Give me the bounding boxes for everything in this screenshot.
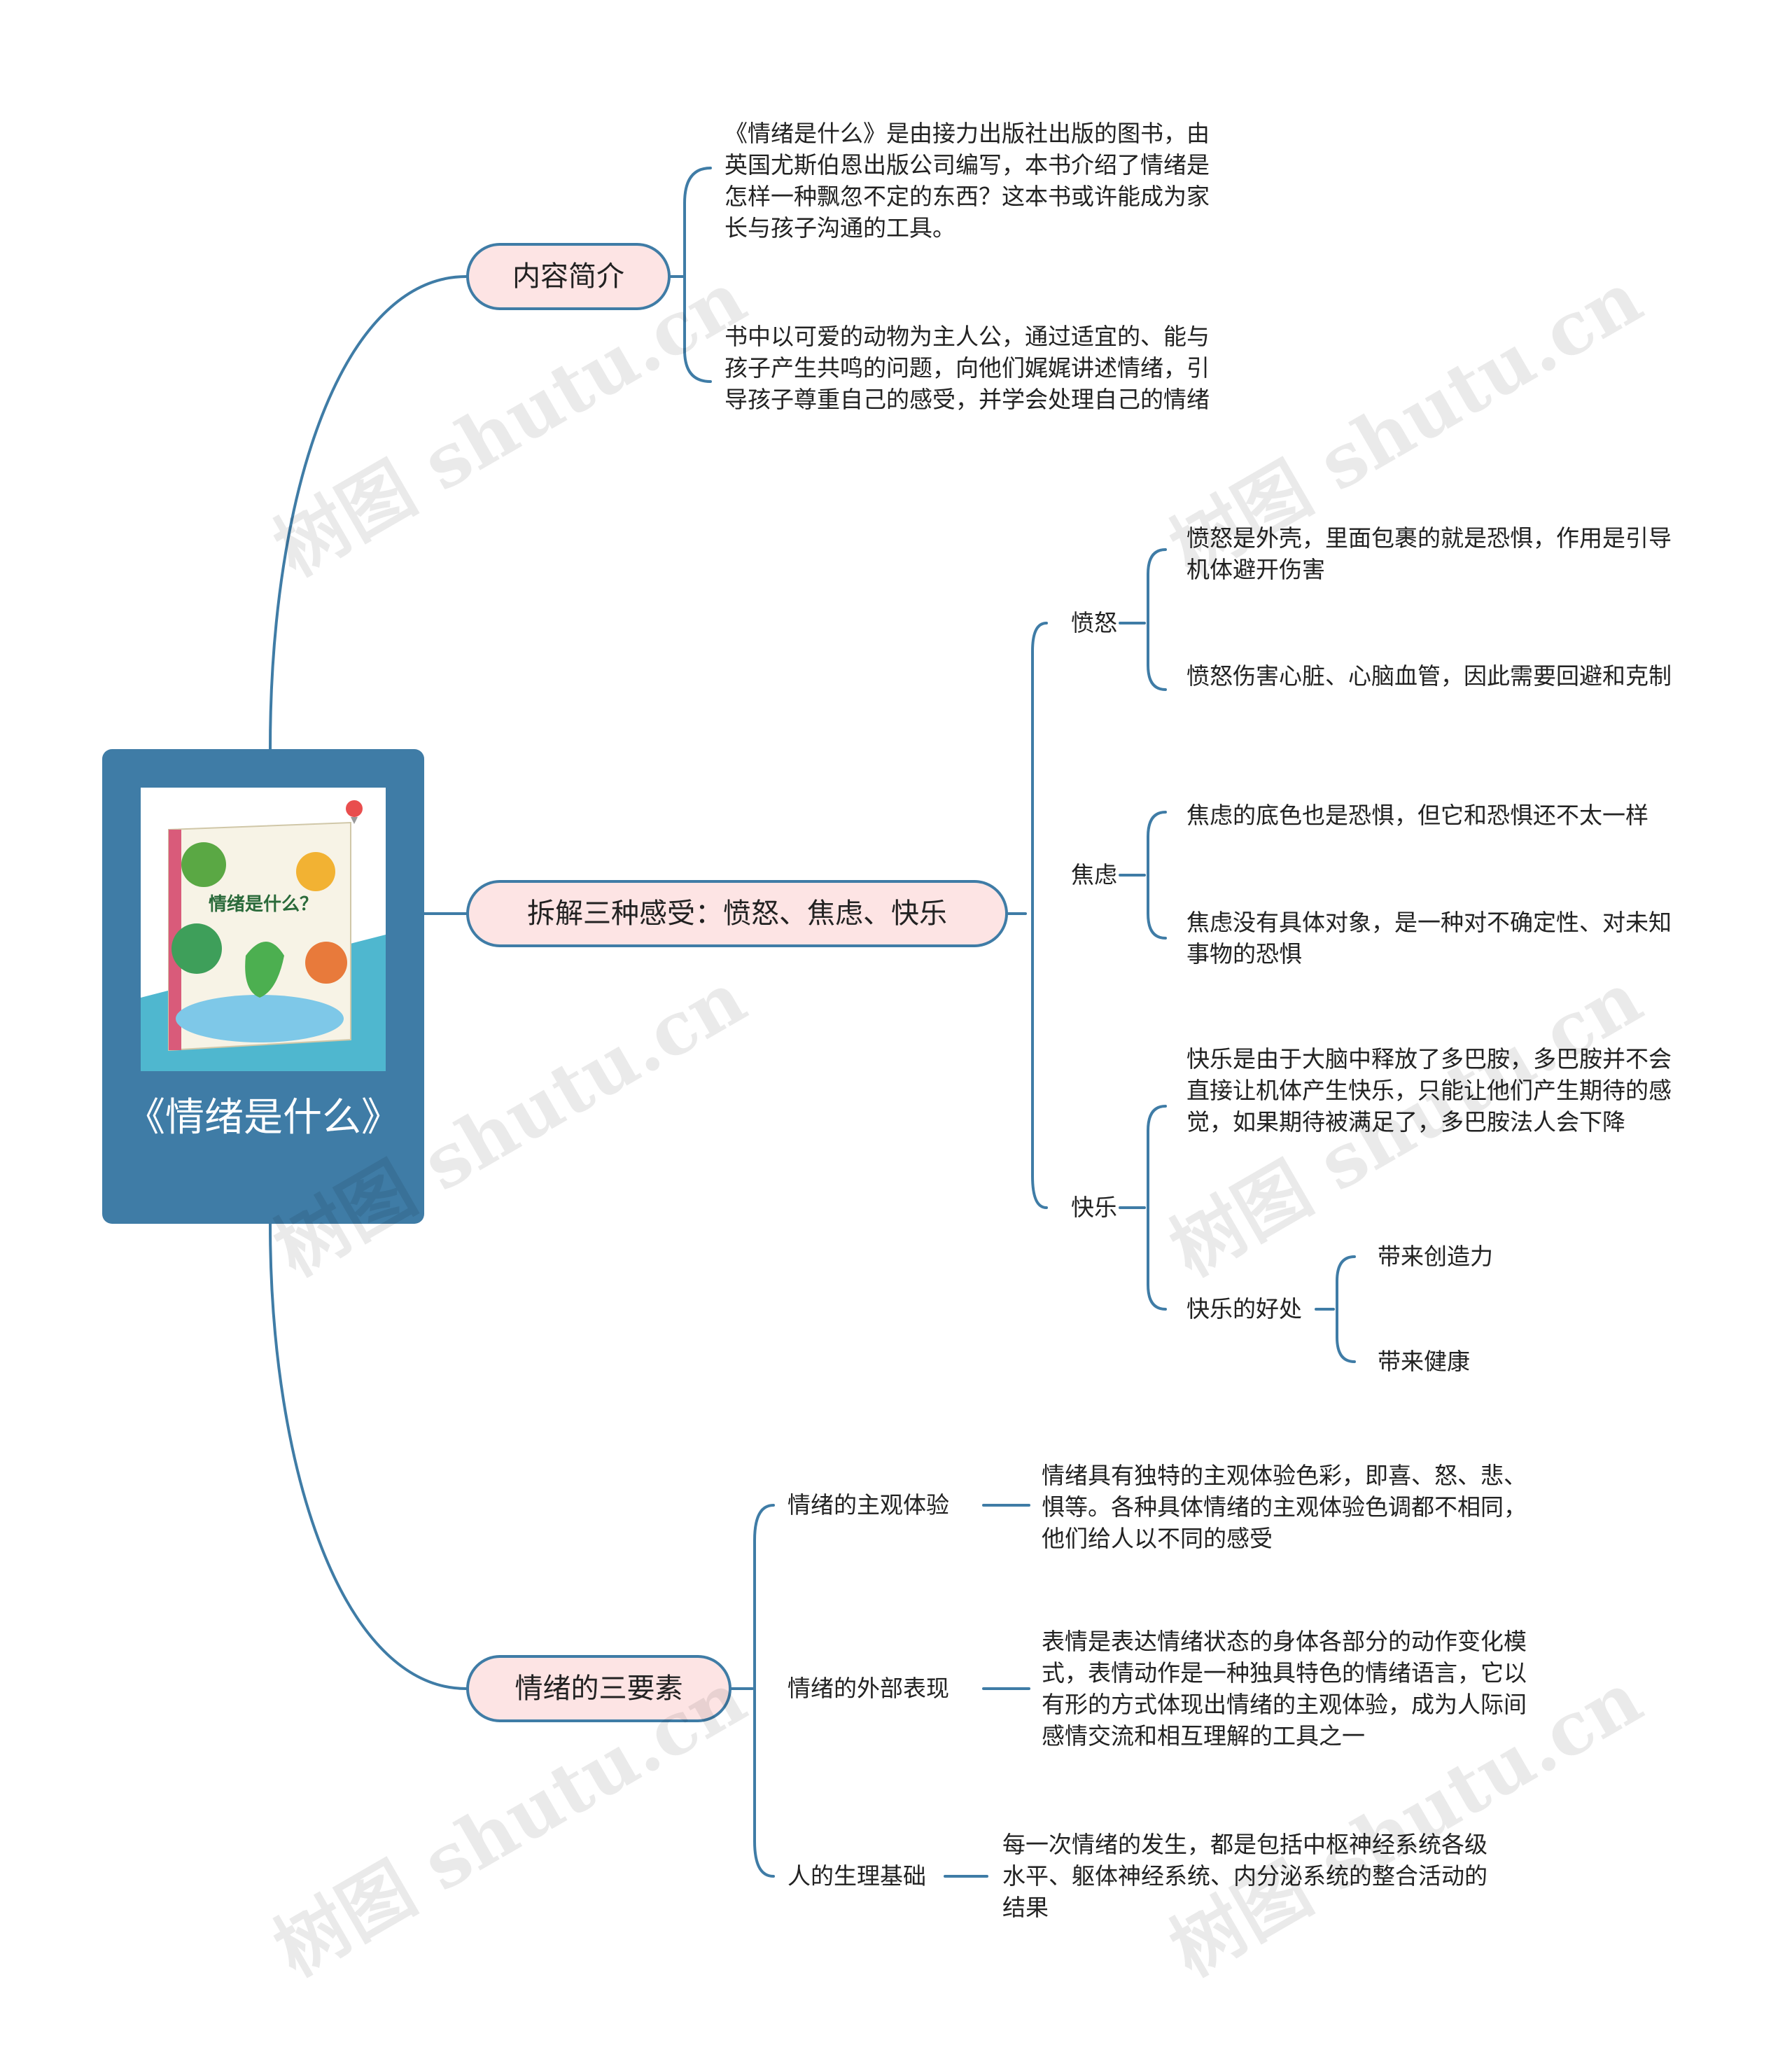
book-cover-image: 情绪是什么？ (141, 788, 386, 1071)
node-anxiety[interactable]: 焦虑 (1071, 861, 1117, 888)
topic-elements[interactable]: 情绪的三要素 (466, 1655, 732, 1722)
physiological-basis-note: 每一次情绪的发生，都是包括中枢神经系统各级水平、躯体神经系统、内分泌系统的整合活… (1002, 1831, 1488, 1921)
node-physiological-basis[interactable]: 人的生理基础 (788, 1862, 926, 1890)
cover-title-text: 情绪是什么？ (209, 893, 318, 915)
topic-intro[interactable]: 内容简介 (466, 243, 671, 310)
joy-note: 快乐是由于大脑中释放了多巴胺，多巴胺并不会直接让机体产生快乐，只能让他们产生期待… (1186, 1045, 1672, 1136)
bracket-joy (1147, 1105, 1167, 1311)
node-anger[interactable]: 愤怒 (1071, 609, 1117, 636)
benefit-health: 带来健康 (1378, 1348, 1470, 1375)
node-joy-benefits[interactable]: 快乐的好处 (1186, 1295, 1302, 1322)
anxiety-note-1: 焦虑的底色也是恐惧，但它和恐惧还不太一样 (1186, 802, 1648, 829)
anxiety-note-2: 焦虑没有具体对象，是一种对不确定性、对未知事物的恐惧 (1186, 909, 1672, 968)
intro-note-2: 书中以可爱的动物为主人公，通过适宜的、能与孩子产生共鸣的问题，向他们娓娓讲述情绪… (724, 323, 1210, 413)
bracket-intro (683, 167, 712, 383)
anger-note-2: 愤怒伤害心脏、心脑血管，因此需要回避和克制 (1186, 662, 1672, 690)
link-root-intro (269, 275, 468, 751)
root-node[interactable]: 情绪是什么？ 《情绪是什么》 (102, 749, 424, 1224)
external-expression-note: 表情是表达情绪状态的身体各部分的动作变化模式，表情动作是一种独具特色的情绪语言，… (1042, 1628, 1527, 1750)
node-external-expression[interactable]: 情绪的外部表现 (788, 1675, 949, 1702)
link-root-elements (269, 1222, 468, 1690)
bracket-feelings (1031, 622, 1048, 1209)
anger-note-1: 愤怒是外壳，里面包裹的就是恐惧，作用是引导机体避开伤害 (1186, 524, 1672, 583)
bracket-anger (1147, 548, 1167, 691)
bracket-anxiety (1147, 811, 1167, 940)
node-subjective-experience[interactable]: 情绪的主观体验 (788, 1491, 949, 1519)
subjective-experience-note: 情绪具有独特的主观体验色彩，即喜、怒、悲、惧等。各种具体情绪的主观体验色调都不相… (1042, 1462, 1527, 1552)
node-joy[interactable]: 快乐 (1071, 1194, 1117, 1221)
root-title: 《情绪是什么》 (126, 1095, 400, 1140)
bracket-elements (753, 1504, 775, 1878)
bracket-benefits (1336, 1255, 1356, 1363)
benefit-creativity: 带来创造力 (1378, 1243, 1493, 1270)
intro-note-1: 《情绪是什么》是由接力出版社出版的图书，由英国尤斯伯恩出版公司编写，本书介绍了情… (724, 120, 1210, 242)
topic-feelings[interactable]: 拆解三种感受：愤怒、焦虑、快乐 (466, 880, 1008, 947)
